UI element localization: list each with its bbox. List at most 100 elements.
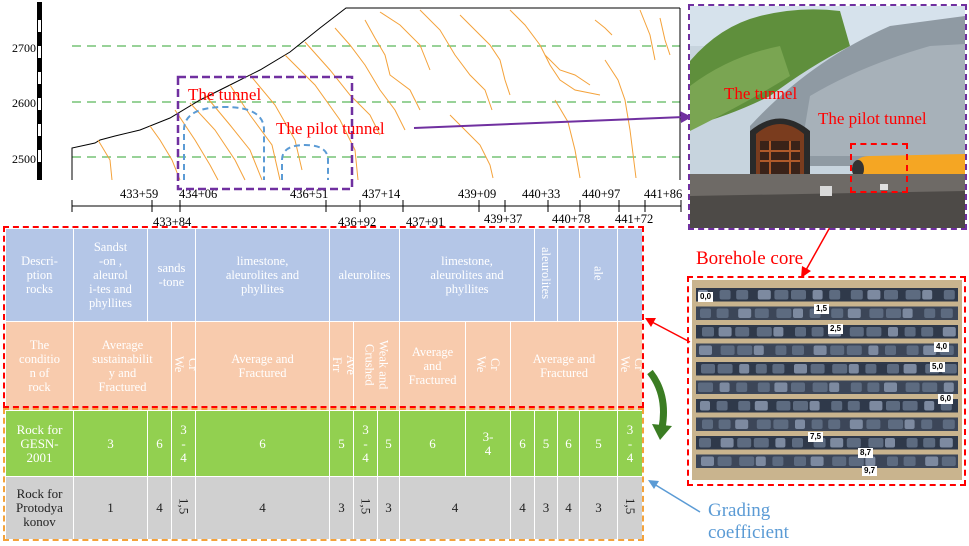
core-segment — [924, 308, 936, 318]
chainage-439-09: 439+09 — [458, 187, 496, 201]
chainage-437-91: 437+91 — [406, 215, 444, 229]
gesn-value: 3- 4 — [465, 410, 512, 477]
chainage-437-14: 437+14 — [362, 187, 401, 201]
core-segment — [811, 419, 823, 429]
core-depth-tag-2: 1,5 — [814, 304, 830, 314]
core-segment — [699, 438, 711, 448]
core-segment — [831, 308, 844, 318]
core-depth-tag-6: 6,0 — [938, 394, 954, 404]
desc-cell-blank-1 — [557, 228, 581, 322]
core-segment — [847, 308, 861, 318]
core-segment — [716, 308, 729, 318]
core-segment — [831, 401, 843, 411]
prot-value: 3 — [376, 476, 401, 540]
core-segment — [775, 345, 787, 355]
core-tray-row — [696, 362, 958, 376]
core-depth-tag-4: 4,0 — [934, 342, 950, 352]
chainage-436-92: 436+92 — [338, 215, 376, 229]
core-tray-row — [696, 436, 958, 450]
core-segment — [753, 345, 764, 355]
chainage-433-84: 433+84 — [153, 215, 192, 229]
core-segment — [865, 364, 877, 374]
core-segment — [701, 364, 715, 374]
core-segment — [757, 382, 770, 392]
core-segment — [850, 290, 863, 300]
chainage-434-06: 434+06 — [179, 187, 217, 201]
core-segment — [812, 290, 823, 300]
core-segment — [925, 456, 939, 466]
core-segment — [793, 308, 803, 318]
core-segment — [866, 419, 881, 429]
borehole-core-photo: 0,0 1,5 2,5 4,0 5,0 6,0 7,5 8,7 9,7 — [692, 280, 962, 480]
gesn-value: 3 - 4 — [617, 410, 644, 477]
prot-value: 4 — [195, 476, 330, 540]
core-segment — [865, 456, 876, 466]
cond-cell-3: Average and Fractured — [195, 321, 330, 411]
core-depth-tag-9: 9,7 — [862, 466, 878, 476]
core-segment — [735, 327, 750, 337]
cond-cell-8: Average and Fractured — [510, 321, 619, 411]
core-segment — [812, 382, 828, 392]
core-tray-row — [696, 343, 958, 357]
chainage-441-72: 441+72 — [615, 212, 653, 226]
cond-cell-4: Ave Frr — [329, 321, 354, 411]
core-segment — [847, 401, 860, 411]
core-segment — [774, 382, 788, 392]
core-segment — [794, 364, 807, 374]
chainage-440-33: 440+33 — [522, 187, 560, 201]
desc-cell-1: Sandst -on , aleurol i-tes and phyllites — [73, 228, 148, 322]
desc-cell-7: ale — [579, 228, 619, 322]
core-segment — [922, 382, 938, 392]
core-segment — [886, 401, 900, 411]
core-segment — [791, 290, 806, 300]
core-segment — [772, 364, 785, 374]
main-tunnel-outline — [183, 105, 265, 180]
profile-pilot-tunnel-label: The pilot tunnel — [276, 119, 385, 138]
core-segment — [736, 382, 748, 392]
core-segment — [809, 401, 820, 411]
core-segment — [906, 438, 918, 448]
core-segment — [888, 327, 898, 337]
core-segment — [739, 364, 750, 374]
core-segment — [848, 456, 864, 466]
core-segment — [754, 308, 769, 318]
core-segment — [905, 290, 921, 300]
core-segment — [813, 345, 827, 355]
core-tray-row — [696, 454, 958, 468]
row-rock-condition: The conditio n of rock Average sustainab… — [5, 321, 644, 411]
core-segment — [923, 345, 937, 355]
core-segment — [829, 382, 840, 392]
core-segment — [867, 382, 880, 392]
core-segment — [719, 382, 730, 392]
cond-header: The conditio n of rock — [5, 321, 74, 411]
core-segment — [755, 364, 767, 374]
core-segment — [939, 438, 953, 448]
core-segment — [753, 438, 769, 448]
core-segment — [943, 382, 954, 392]
core-segment — [774, 290, 789, 300]
core-segment — [904, 327, 916, 337]
core-segment — [923, 438, 936, 448]
core-segment — [793, 401, 808, 411]
core-segment — [885, 345, 896, 355]
core-segment — [737, 438, 752, 448]
prot-value: 1,5 — [353, 476, 378, 540]
row-rock-description: Descri- ption rocks Sandst -on , aleurol… — [5, 228, 644, 322]
desc-cell-4: aleurolites — [328, 228, 401, 322]
elevation-label-2500: 2500 — [12, 152, 36, 166]
prot-value: 1,5 — [171, 476, 196, 540]
chainage-433-59: 433+59 — [120, 187, 158, 201]
core-segment — [720, 438, 734, 448]
tunnel-portal-photo: The tunnel The pilot tunnel — [690, 6, 965, 228]
profile-tunnel-label: The tunnel — [188, 85, 261, 104]
cond-cell-7: Cr We — [465, 321, 512, 411]
core-segment — [902, 401, 918, 411]
prot-value: 4 — [557, 476, 581, 540]
core-segment — [832, 456, 847, 466]
core-segment — [795, 327, 806, 337]
chainage-axis — [71, 200, 682, 212]
gesn-value: 6 — [399, 410, 467, 477]
core-segment — [716, 401, 728, 411]
core-segment — [941, 364, 957, 374]
